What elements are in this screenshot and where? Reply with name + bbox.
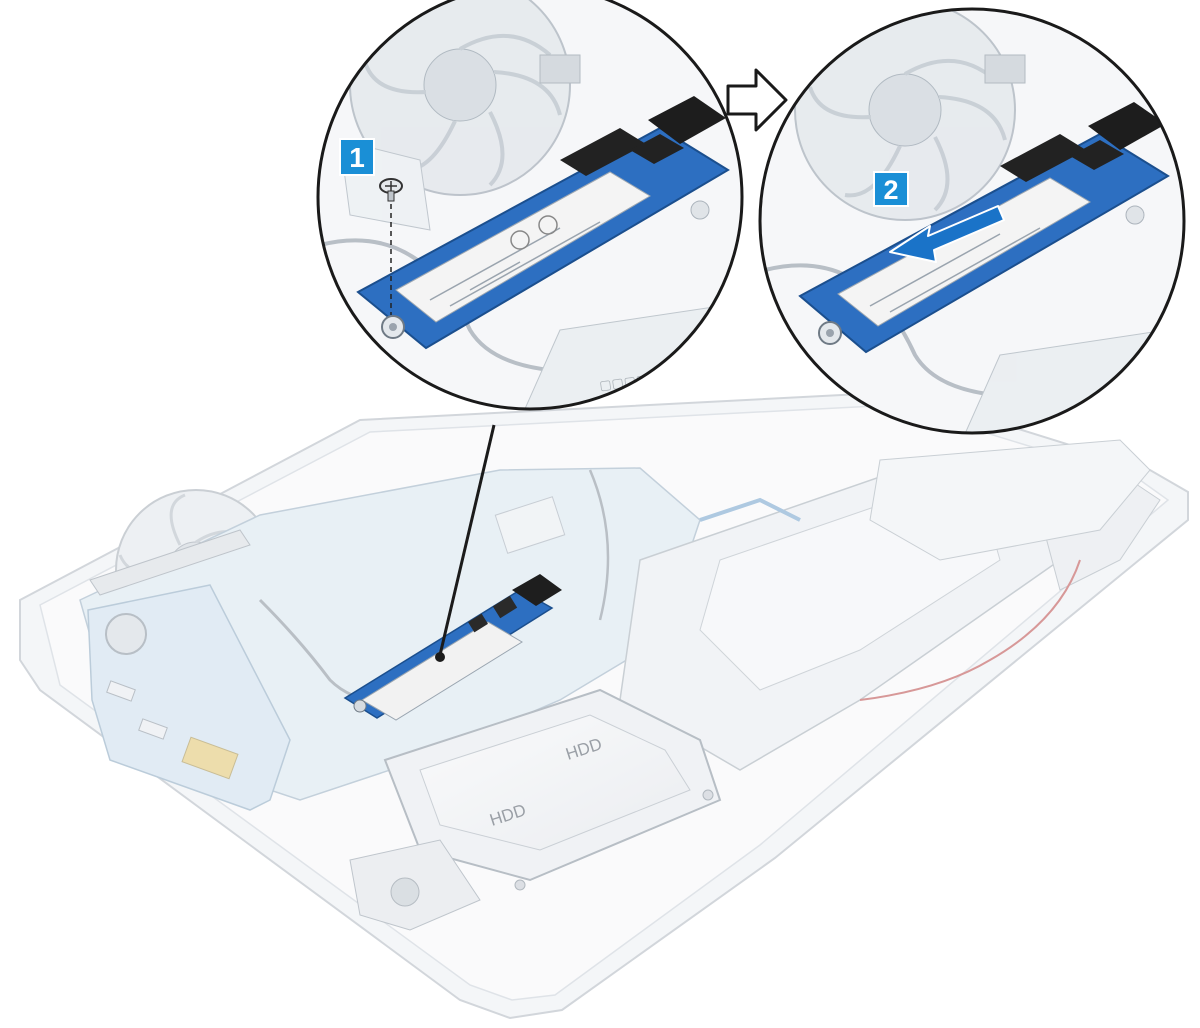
coin-battery: [105, 613, 147, 655]
ssd-in-place: [343, 574, 562, 721]
hard-drive: HDD HDD: [383, 688, 722, 891]
ssd-connector: [512, 574, 562, 606]
zoom-ssd-connector: [648, 96, 726, 144]
zoom-ssd-chip-2: [630, 134, 684, 164]
step-1-number: 1: [349, 142, 365, 173]
callout-leader: [438, 424, 496, 656]
ssd-chip-1: [492, 595, 518, 619]
ssd-screw-standoff: [353, 699, 367, 713]
step-2-number: 2: [883, 175, 898, 205]
zoom-circle-step-2: 2: [758, 7, 1186, 435]
ssd-label: [361, 621, 523, 721]
zoom-circle-step-1: ▢▢▢▢▢▢▢▢▢: [316, 0, 744, 411]
step-2-badge: 2: [873, 171, 909, 207]
sd-reader: [181, 736, 239, 780]
slide-arrow-icon: [889, 205, 1005, 263]
usb-port-2: [138, 718, 168, 740]
battery: [869, 439, 1151, 561]
screw-icon: [379, 178, 403, 315]
hinge-left: [89, 529, 251, 596]
next-step-arrow-icon: [726, 68, 788, 132]
usb-port-1: [106, 680, 136, 702]
zoom-ssd-sliding: [798, 102, 1170, 354]
step-1-badge: 1: [339, 138, 375, 176]
wlan-card: [494, 496, 566, 554]
zoom-ssd-chip-1: [560, 128, 646, 176]
zoom-ssd: [356, 96, 730, 350]
ssd-chip-2: [468, 613, 488, 633]
speaker-cable: [859, 559, 1081, 701]
laptop-base: HDD HDD: [19, 390, 1189, 1020]
